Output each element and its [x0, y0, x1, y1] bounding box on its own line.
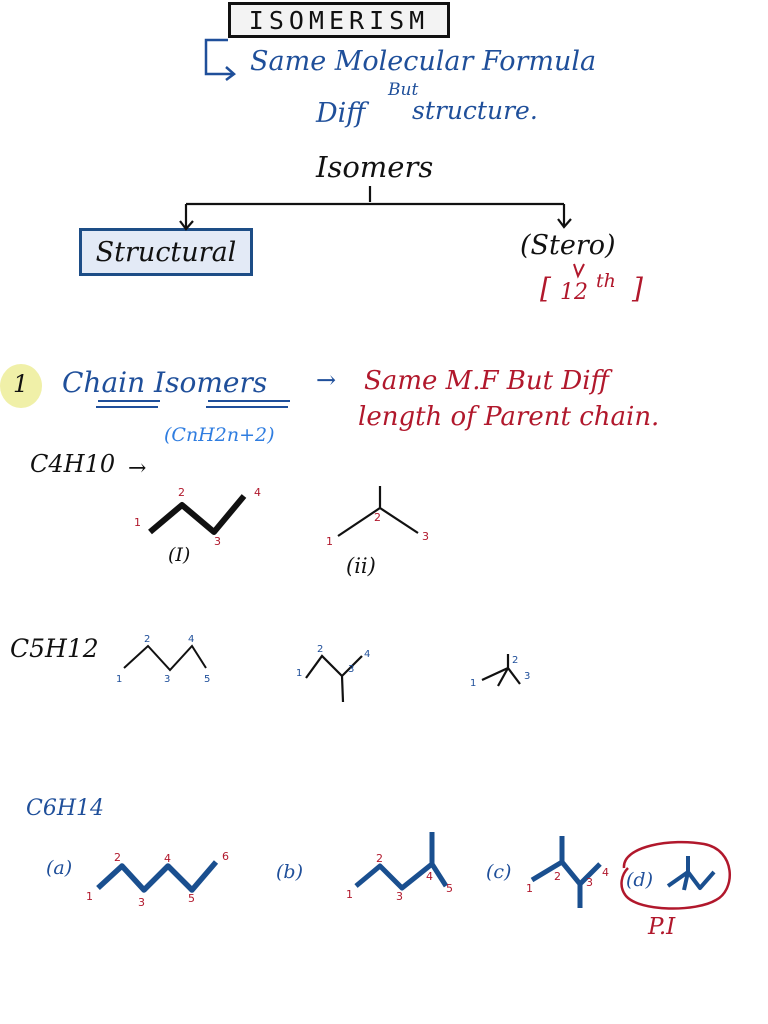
c6-b-num-2: 2 — [376, 852, 383, 865]
c4-i-num-1: 1 — [134, 516, 141, 529]
stereo-label: (Stero) — [520, 230, 616, 261]
stereo-class-suffix: th — [596, 270, 616, 292]
c6-skeleton-d — [666, 856, 716, 891]
definition-but: But — [388, 80, 419, 100]
isomers-root: Isomers — [316, 150, 434, 184]
label-c4-i: (I) — [168, 544, 191, 566]
c4-ii-num-1: 1 — [326, 535, 333, 548]
label-c6-d: (d) — [626, 869, 653, 891]
c6-b-num-4: 4 — [426, 870, 433, 883]
c5-b-num-2: 2 — [317, 644, 323, 655]
c5-a-num-1: 1 — [116, 674, 122, 685]
c5-c-num-3: 3 — [524, 671, 530, 682]
c6-c-num-2: 2 — [554, 870, 561, 883]
c5-a-num-2: 2 — [144, 634, 150, 645]
stereo-bracket-close: ] — [632, 272, 643, 305]
c5-b-num-3: 3 — [348, 664, 354, 675]
c6-a-num-2: 2 — [114, 851, 121, 864]
structural-label: Structural — [95, 236, 237, 268]
section-number: 1 — [13, 370, 29, 398]
c4-skeleton-i — [148, 494, 247, 535]
c6-skeleton-a — [96, 860, 219, 893]
circle-d-icon — [620, 840, 731, 910]
label-c6-a: (a) — [46, 857, 73, 879]
label-c6-c: (c) — [486, 861, 512, 883]
definition-line1: Same Molecular Formula — [250, 46, 597, 77]
definition-arrowhead-icon — [225, 66, 236, 81]
c6-b-num-5: 5 — [446, 882, 453, 895]
c6-a-num-3: 3 — [138, 896, 145, 909]
c6-skeleton-c — [530, 836, 602, 908]
definition-arrow-icon — [204, 38, 234, 76]
c6-b-num-1: 1 — [346, 888, 353, 901]
c6-skeleton-b — [354, 832, 449, 891]
chain-desc-line1: Same M.F But Diff — [364, 366, 609, 396]
c5-skeleton-b — [305, 654, 363, 703]
definition-diff: Diff — [316, 98, 366, 129]
general-formula: (CnH2n+2) — [164, 424, 275, 446]
definition-structure: structure. — [412, 96, 538, 125]
chain-desc-line2: length of Parent chain. — [358, 402, 660, 432]
structural-box: Structural — [79, 228, 253, 276]
note-pi: P.I — [648, 914, 676, 940]
stereo-arrow-icon — [573, 263, 585, 279]
c6-a-num-6: 6 — [222, 850, 229, 863]
c4-i-num-4: 4 — [254, 486, 261, 499]
formula-c6h14: C6H14 — [26, 796, 105, 821]
formula-c4-arrow: → — [128, 456, 147, 481]
tree-branches — [179, 186, 572, 231]
formula-c5h12: C5H12 — [10, 634, 99, 663]
c6-a-num-5: 5 — [188, 892, 195, 905]
page-title: ISOMERISM — [248, 5, 430, 35]
title-box: ISOMERISM — [228, 2, 450, 38]
c5-a-num-3: 3 — [164, 674, 170, 685]
c6-a-num-4: 4 — [164, 852, 171, 865]
c5-a-num-5: 5 — [204, 674, 210, 685]
label-c4-ii: (ii) — [346, 554, 376, 578]
c6-c-num-4: 4 — [602, 866, 609, 879]
c6-b-num-3: 3 — [396, 890, 403, 903]
formula-c4h10: C4H10 — [30, 450, 116, 478]
c6-c-num-1: 1 — [526, 882, 533, 895]
c4-i-num-2: 2 — [178, 486, 185, 499]
chain-isomers-heading: Chain Isomers — [62, 366, 268, 399]
c5-c-num-2: 2 — [512, 655, 518, 666]
label-c6-b: (b) — [276, 861, 303, 883]
c5-b-num-4: 4 — [364, 649, 370, 660]
c5-skeleton-c — [481, 654, 521, 687]
stereo-class-number: 12 — [560, 280, 588, 305]
c4-skeleton-ii — [337, 486, 419, 537]
c4-ii-num-3: 3 — [422, 530, 429, 543]
c5-a-num-4: 4 — [188, 634, 194, 645]
stereo-bracket-open: [ — [540, 272, 551, 305]
chain-arrow: → — [316, 366, 337, 394]
c5-b-num-1: 1 — [296, 668, 302, 679]
c5-c-num-1: 1 — [470, 678, 476, 689]
c4-ii-num-2: 2 — [374, 511, 381, 524]
c6-c-num-3: 3 — [586, 876, 593, 889]
c4-i-num-3: 3 — [214, 535, 221, 548]
highlight-marker — [0, 364, 42, 408]
c5-skeleton-a — [123, 644, 207, 672]
c6-a-num-1: 1 — [86, 890, 93, 903]
heading-underlines — [96, 400, 290, 408]
